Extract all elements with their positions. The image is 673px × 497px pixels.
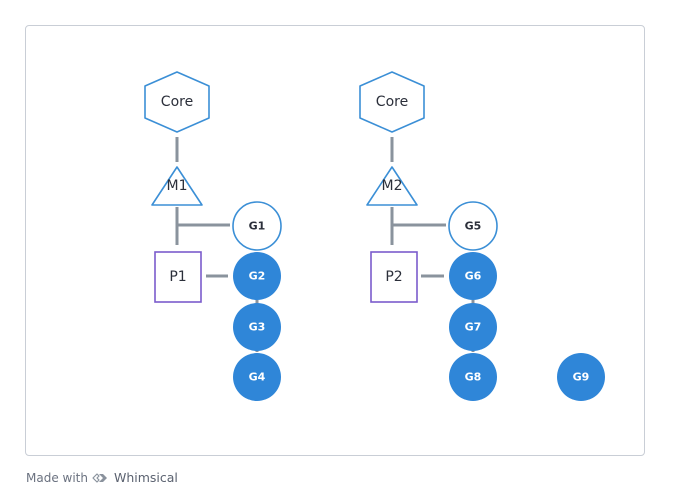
goroutine-label: G2 [249,270,266,283]
goroutine-label: G4 [249,371,266,384]
goroutine-waiting[interactable] [448,201,498,251]
machine-triangle[interactable] [151,166,203,206]
group-2: Core M2 P2 G5 G6 G7 G8 [359,71,498,401]
goroutine-label: G7 [465,321,482,334]
processor-label: P1 [169,269,186,285]
footer: Made with Whimsical [26,470,178,485]
goroutine-queued[interactable] [233,353,281,401]
goroutine-waiting[interactable] [232,201,282,251]
group-1: Core M1 P1 G1 G2 G3 G4 [144,71,282,401]
processor-box[interactable] [154,251,202,303]
goroutine-free[interactable] [557,353,605,401]
processor-box[interactable] [370,251,418,303]
goroutine-label: G8 [465,371,482,384]
goroutine-queued[interactable] [449,303,497,351]
goroutine-label: G1 [249,220,266,233]
machine-label: M2 [382,178,403,194]
diagram-canvas [25,25,645,456]
goroutine-label: G5 [465,220,482,233]
goroutine-label: G6 [465,270,482,283]
whimsical-brand-link[interactable]: Whimsical [113,470,178,485]
free-goroutine-group: G9 [557,353,605,401]
goroutine-queued[interactable] [233,252,281,300]
goroutine-label: G9 [573,371,590,384]
whimsical-logo-icon [92,472,110,484]
scheduler-diagram: Core M1 P1 G1 G2 G3 G4 Core M2 P2 G5 [144,71,605,401]
core-label: Core [376,94,408,110]
goroutine-queued[interactable] [449,353,497,401]
machine-triangle[interactable] [366,166,418,206]
goroutine-queued[interactable] [233,303,281,351]
core-label: Core [161,94,193,110]
core-hexagon[interactable] [144,71,210,133]
core-hexagon[interactable] [359,71,425,133]
processor-label: P2 [385,269,402,285]
goroutine-label: G3 [249,321,266,334]
made-with-text: Made with [26,470,88,485]
goroutine-queued[interactable] [449,252,497,300]
machine-label: M1 [167,178,188,194]
